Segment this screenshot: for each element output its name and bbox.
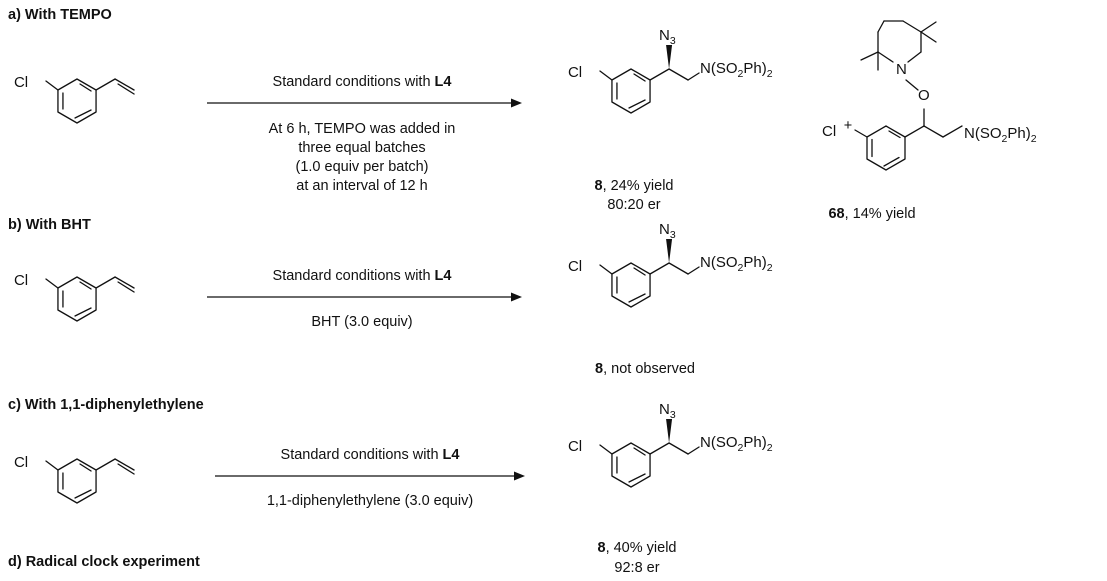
product-8-a: Cl N3N(SO2Ph)2: [568, 27, 773, 114]
reactant-a: Cl: [14, 74, 135, 124]
reaction-arrow-c: [215, 471, 525, 481]
reaction-arrow-a: [207, 98, 522, 108]
conditions-a-line-4: at an interval of 12 h: [296, 178, 427, 194]
reactant-b: Cl: [14, 272, 135, 322]
conditions-c-bottom: 1,1-diphenylethylene (3.0 equiv): [267, 493, 473, 509]
reactant-c: Cl: [14, 454, 135, 504]
byproduct-o: O: [918, 87, 930, 104]
product-8-c: Cl N3N(SO2Ph)2: [568, 401, 773, 488]
cl-label: Cl: [568, 258, 582, 275]
conditions-a-line-2: three equal batches: [298, 140, 425, 156]
section-c-header: c) With 1,1-diphenylethylene: [8, 397, 204, 413]
conditions-c-top: Standard conditions with L4: [281, 447, 460, 463]
byproduct-cl: Cl: [822, 123, 836, 140]
conditions-a-bottom: At 6 h, TEMPO was added in three equal b…: [269, 121, 456, 194]
cl-label: Cl: [14, 454, 28, 471]
sulfonimide-label: N(SO2Ph)2: [700, 60, 773, 80]
product-c-er: 92:8 er: [614, 560, 659, 576]
product-8-b: Cl N3N(SO2Ph)2: [568, 221, 773, 308]
section-d-header: d) Radical clock experiment: [8, 554, 200, 570]
section-b-header: b) With BHT: [8, 217, 91, 233]
product-b-label: 8, not observed: [595, 361, 695, 377]
byproduct-label: 68, 14% yield: [828, 206, 915, 222]
sulfonimide-label: N(SO2Ph)2: [700, 254, 773, 274]
conditions-b-top: Standard conditions with L4: [273, 268, 452, 284]
byproduct-nsul: N(SO2Ph)2: [964, 125, 1037, 145]
azide-label: N3: [659, 27, 676, 47]
conditions-a-line-1: At 6 h, TEMPO was added in: [269, 121, 456, 137]
conditions-b-bottom: BHT (3.0 equiv): [311, 314, 412, 330]
sulfonimide-label: N(SO2Ph)2: [700, 434, 773, 454]
product-a-er: 80:20 er: [607, 197, 660, 213]
reaction-arrow-b: [207, 292, 522, 302]
plus-sign: +: [844, 118, 852, 134]
azide-label: N3: [659, 221, 676, 241]
azide-label: N3: [659, 401, 676, 421]
cl-label: Cl: [568, 64, 582, 81]
section-a-header: a) With TEMPO: [8, 7, 112, 23]
product-c-label: 8, 40% yield: [597, 540, 676, 556]
conditions-a-line-3: (1.0 equiv per batch): [296, 159, 429, 175]
cl-label: Cl: [14, 272, 28, 289]
conditions-a-top: Standard conditions with L4: [273, 74, 452, 90]
byproduct-68: Cl O N N(SO2Ph)2: [822, 20, 1037, 171]
byproduct-n: N: [896, 61, 907, 78]
cl-label: Cl: [568, 438, 582, 455]
product-a-label: 8, 24% yield: [594, 178, 673, 194]
cl-label: Cl: [14, 74, 28, 91]
